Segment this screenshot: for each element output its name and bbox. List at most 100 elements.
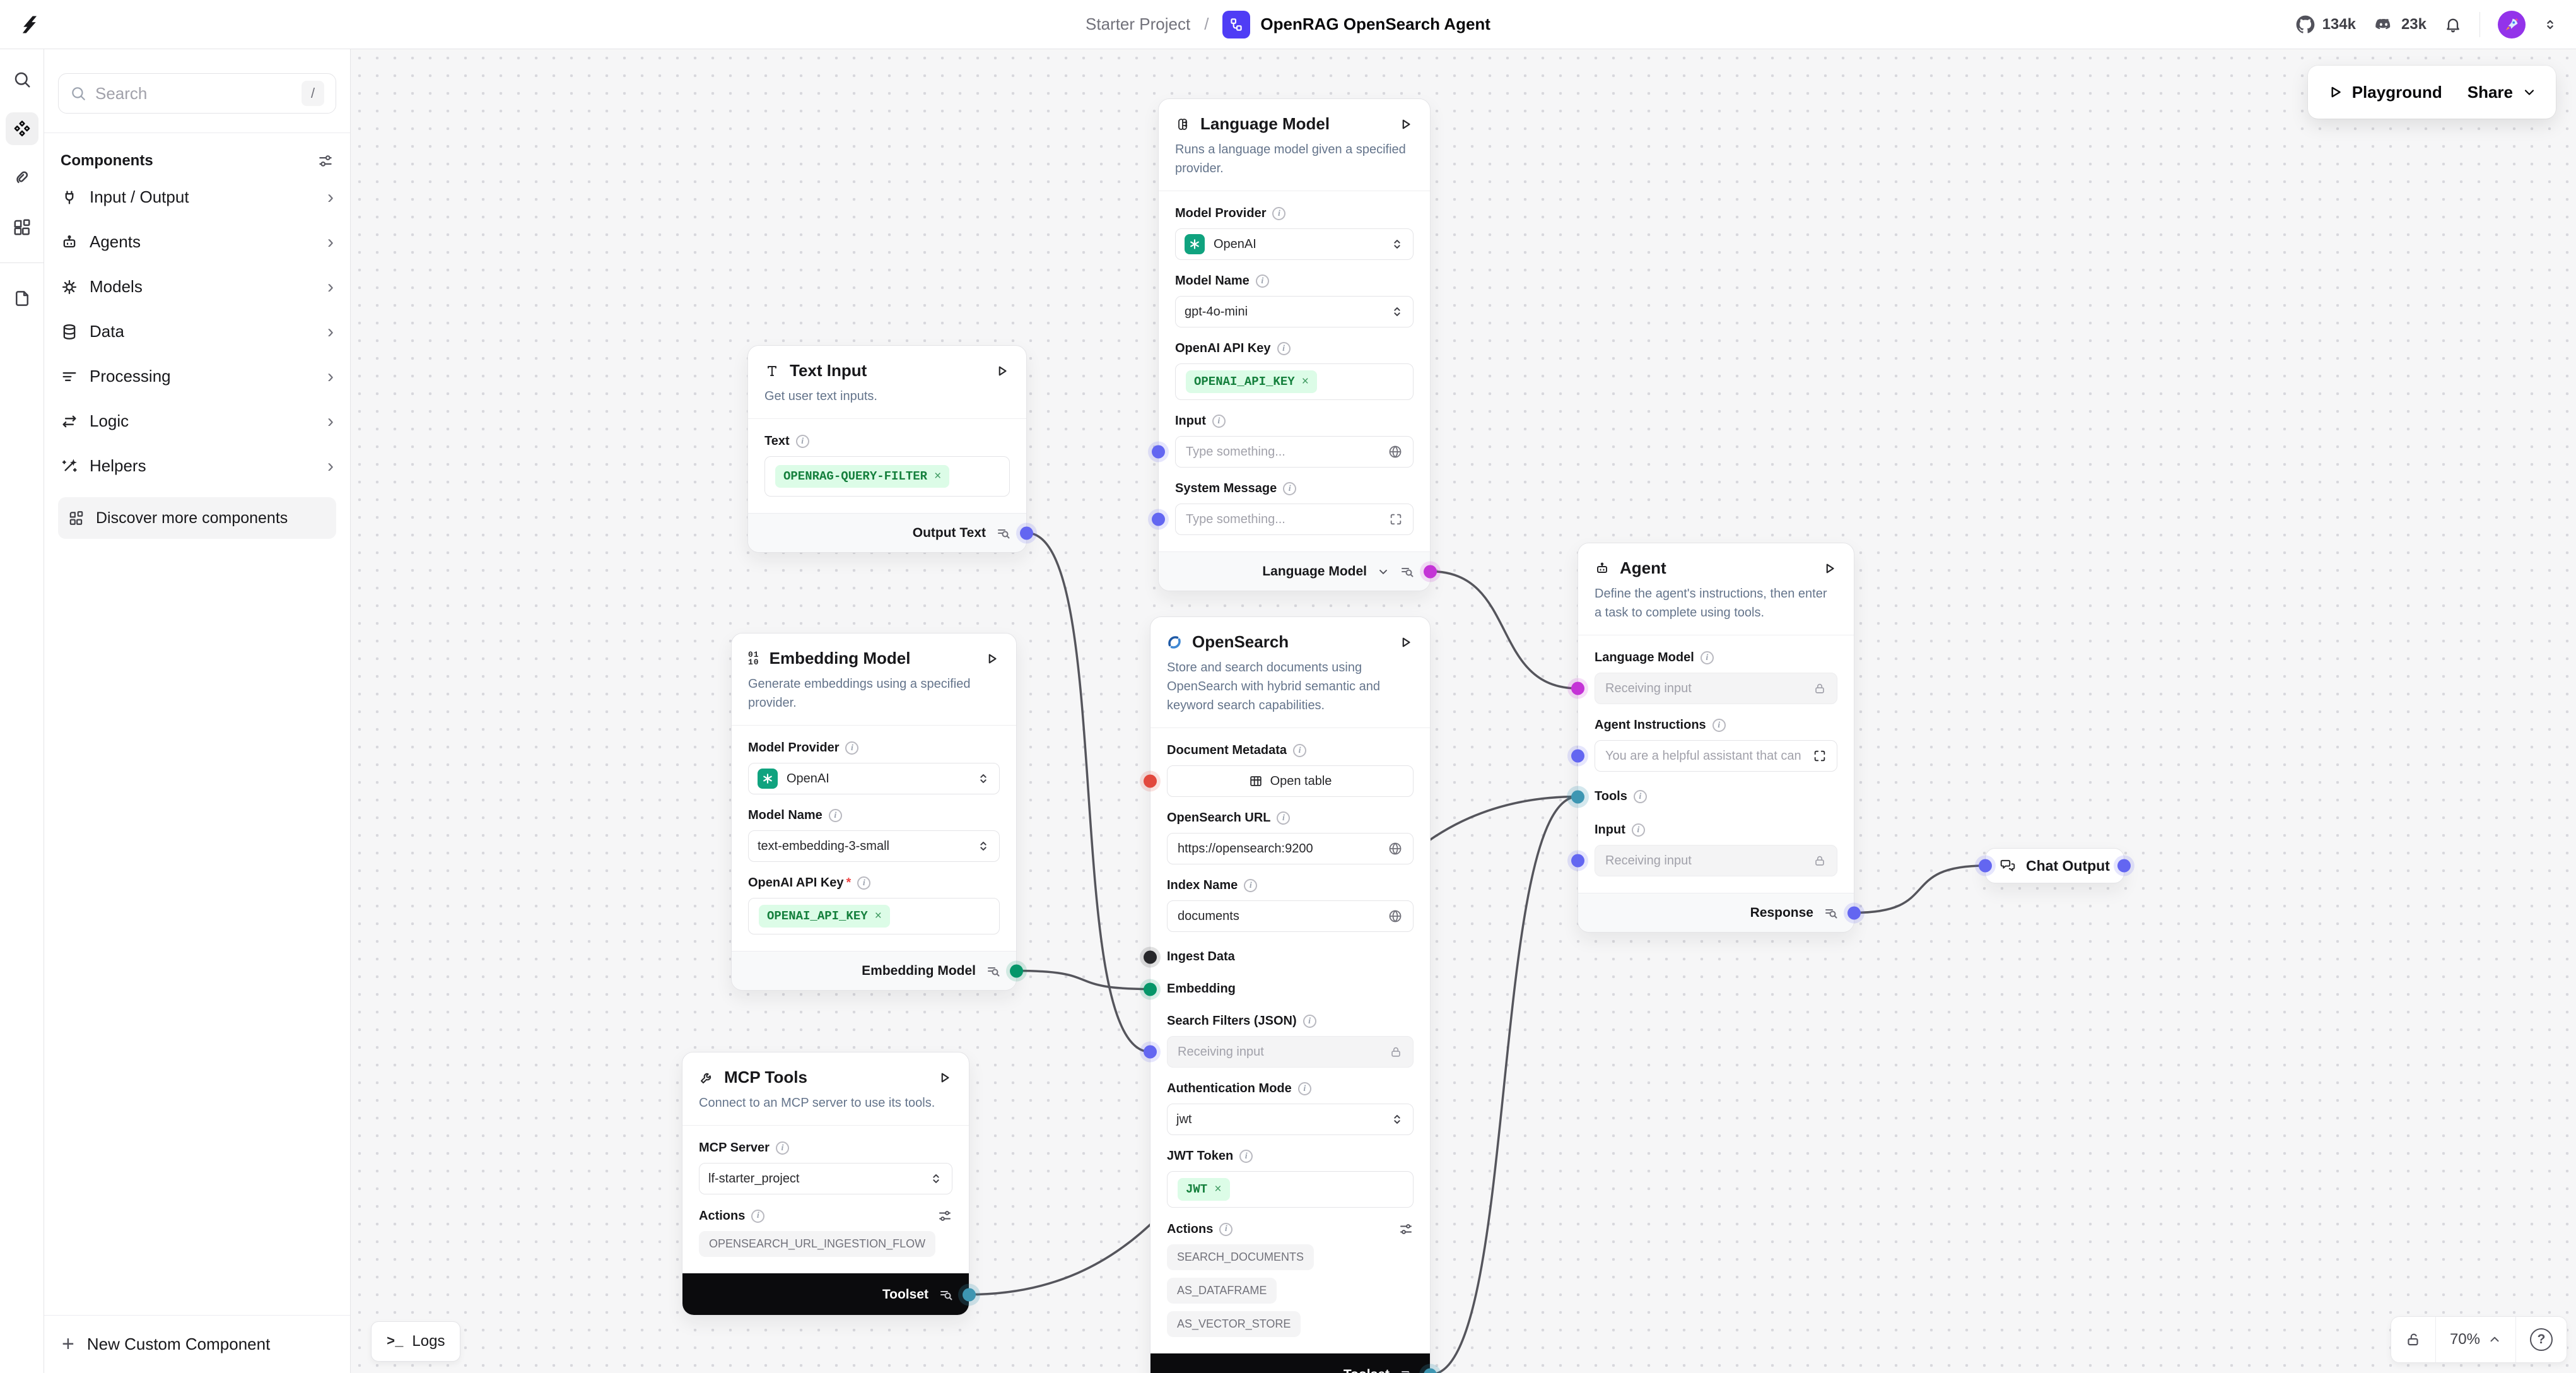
system-message-field[interactable]: Type something... bbox=[1175, 504, 1414, 535]
expand-icon[interactable] bbox=[1813, 749, 1827, 763]
actions-settings-icon[interactable] bbox=[1398, 1222, 1414, 1237]
action-tag[interactable]: AS_VECTOR_STORE bbox=[1167, 1311, 1301, 1337]
rail-components-button[interactable] bbox=[5, 112, 38, 145]
globe-icon[interactable] bbox=[1388, 841, 1403, 856]
action-tag[interactable]: AS_DATAFRAME bbox=[1167, 1278, 1277, 1304]
inspect-output-icon[interactable] bbox=[1400, 1367, 1415, 1373]
inspect-output-icon[interactable] bbox=[1400, 564, 1415, 579]
globe-icon[interactable] bbox=[1388, 909, 1403, 924]
expand-icon[interactable] bbox=[1389, 512, 1403, 526]
info-icon[interactable]: i bbox=[795, 435, 809, 448]
search-input[interactable]: Search / bbox=[58, 73, 336, 114]
output-handle[interactable] bbox=[1424, 565, 1437, 578]
info-icon[interactable]: i bbox=[857, 876, 871, 890]
output-handle[interactable] bbox=[1020, 526, 1033, 539]
profile-chevrons-icon[interactable] bbox=[2543, 18, 2557, 32]
info-icon[interactable]: i bbox=[1239, 1150, 1253, 1163]
input-handle[interactable] bbox=[1571, 854, 1584, 868]
info-icon[interactable]: i bbox=[1255, 274, 1269, 288]
play-icon[interactable] bbox=[983, 651, 1000, 667]
inspect-output-icon[interactable] bbox=[1824, 905, 1839, 921]
input-field[interactable]: Type something... bbox=[1175, 436, 1414, 468]
input-handle[interactable] bbox=[1144, 774, 1157, 788]
components-filter-icon[interactable] bbox=[317, 153, 334, 169]
sidebar-item-logic[interactable]: Logic › bbox=[52, 399, 342, 444]
info-icon[interactable]: i bbox=[1272, 207, 1286, 220]
info-icon[interactable]: i bbox=[1293, 744, 1307, 757]
info-icon[interactable]: i bbox=[845, 741, 859, 755]
sidebar-item-helpers[interactable]: Helpers › bbox=[52, 444, 342, 488]
info-icon[interactable]: i bbox=[751, 1209, 765, 1223]
info-icon[interactable]: i bbox=[1219, 1222, 1233, 1236]
github-stars[interactable]: 134k bbox=[2296, 15, 2356, 34]
info-icon[interactable]: i bbox=[1712, 719, 1726, 732]
play-icon[interactable] bbox=[1397, 634, 1414, 651]
text-tag[interactable]: OPENRAG-QUERY-FILTER× bbox=[775, 464, 950, 488]
info-icon[interactable]: i bbox=[828, 809, 842, 822]
output-handle[interactable] bbox=[1424, 1368, 1437, 1373]
output-handle[interactable] bbox=[963, 1288, 976, 1301]
chevron-down-icon[interactable] bbox=[1377, 565, 1390, 578]
inspect-output-icon[interactable] bbox=[996, 526, 1011, 541]
node-mcp-tools[interactable]: MCP Tools Connect to an MCP server to us… bbox=[682, 1052, 976, 1316]
model-name-select[interactable]: text-embedding-3-small bbox=[748, 830, 1000, 862]
play-icon[interactable] bbox=[936, 1070, 952, 1086]
auth-mode-select[interactable]: jwt bbox=[1167, 1104, 1414, 1135]
input-handle[interactable] bbox=[1144, 1045, 1157, 1059]
play-icon[interactable] bbox=[993, 363, 1010, 379]
info-icon[interactable]: i bbox=[1297, 1082, 1311, 1095]
jwt-tag[interactable]: JWT× bbox=[1178, 1177, 1230, 1201]
model-name-select[interactable]: gpt-4o-mini bbox=[1175, 296, 1414, 327]
info-icon[interactable]: i bbox=[1212, 415, 1226, 428]
agent-instructions-field[interactable]: You are a helpful assistant that can bbox=[1595, 740, 1837, 772]
action-tag[interactable]: SEARCH_DOCUMENTS bbox=[1167, 1244, 1314, 1270]
info-icon[interactable]: i bbox=[1700, 651, 1714, 664]
tag-remove-icon[interactable]: × bbox=[1301, 374, 1309, 389]
zoom-level-control[interactable]: 70% bbox=[2435, 1317, 2515, 1362]
input-handle[interactable] bbox=[1144, 950, 1157, 963]
info-icon[interactable]: i bbox=[1283, 482, 1297, 495]
rail-blocks-button[interactable] bbox=[6, 211, 38, 244]
inspect-output-icon[interactable] bbox=[939, 1287, 954, 1302]
lock-canvas-button[interactable] bbox=[2391, 1317, 2435, 1362]
info-icon[interactable]: i bbox=[1277, 342, 1291, 355]
api-key-field[interactable]: OPENAI_API_KEY× bbox=[748, 898, 1000, 934]
jwt-token-field[interactable]: JWT× bbox=[1167, 1171, 1414, 1208]
tag-remove-icon[interactable]: × bbox=[1214, 1182, 1222, 1196]
langflow-logo-icon[interactable] bbox=[19, 13, 42, 36]
node-chat-output[interactable]: Chat Output bbox=[1979, 848, 2131, 883]
output-handle[interactable] bbox=[1847, 906, 1861, 919]
avatar[interactable] bbox=[2498, 10, 2526, 38]
notifications-button[interactable] bbox=[2444, 16, 2462, 33]
model-provider-select[interactable]: OpenAI bbox=[1175, 228, 1414, 260]
output-handle[interactable] bbox=[2117, 859, 2131, 873]
opensearch-url-field[interactable]: https://opensearch:9200 bbox=[1167, 833, 1414, 864]
help-button[interactable]: ? bbox=[2515, 1317, 2567, 1362]
input-handle[interactable] bbox=[1571, 749, 1584, 763]
api-key-tag[interactable]: OPENAI_API_KEY× bbox=[759, 904, 891, 928]
api-key-tag[interactable]: OPENAI_API_KEY× bbox=[1186, 370, 1318, 394]
actions-settings-icon[interactable] bbox=[937, 1208, 952, 1223]
input-handle[interactable] bbox=[1152, 445, 1165, 459]
index-name-field[interactable]: documents bbox=[1167, 900, 1414, 932]
info-icon[interactable]: i bbox=[1631, 823, 1645, 837]
api-key-field[interactable]: OPENAI_API_KEY× bbox=[1175, 363, 1414, 400]
new-custom-component-button[interactable]: + New Custom Component bbox=[44, 1315, 350, 1373]
sidebar-item-agents[interactable]: Agents › bbox=[52, 220, 342, 264]
info-icon[interactable]: i bbox=[1303, 1015, 1316, 1028]
rail-search-button[interactable] bbox=[6, 63, 38, 96]
sidebar-item-models[interactable]: Models › bbox=[52, 264, 342, 309]
play-icon[interactable] bbox=[1397, 116, 1414, 133]
logs-button[interactable]: >_ Logs bbox=[371, 1321, 461, 1362]
discover-more-components-button[interactable]: Discover more components bbox=[58, 497, 336, 539]
share-button[interactable]: Share bbox=[2468, 83, 2537, 102]
discord-stat[interactable]: 23k bbox=[2374, 15, 2427, 34]
node-agent[interactable]: Agent Define the agent's instructions, t… bbox=[1571, 543, 1861, 933]
mcp-server-select[interactable]: lf-starter_project bbox=[699, 1163, 952, 1194]
input-handle[interactable] bbox=[1144, 982, 1157, 996]
play-icon[interactable] bbox=[1821, 560, 1837, 577]
playground-button[interactable]: Playground bbox=[2327, 83, 2442, 102]
sidebar-item-input-output[interactable]: Input / Output › bbox=[52, 175, 342, 220]
